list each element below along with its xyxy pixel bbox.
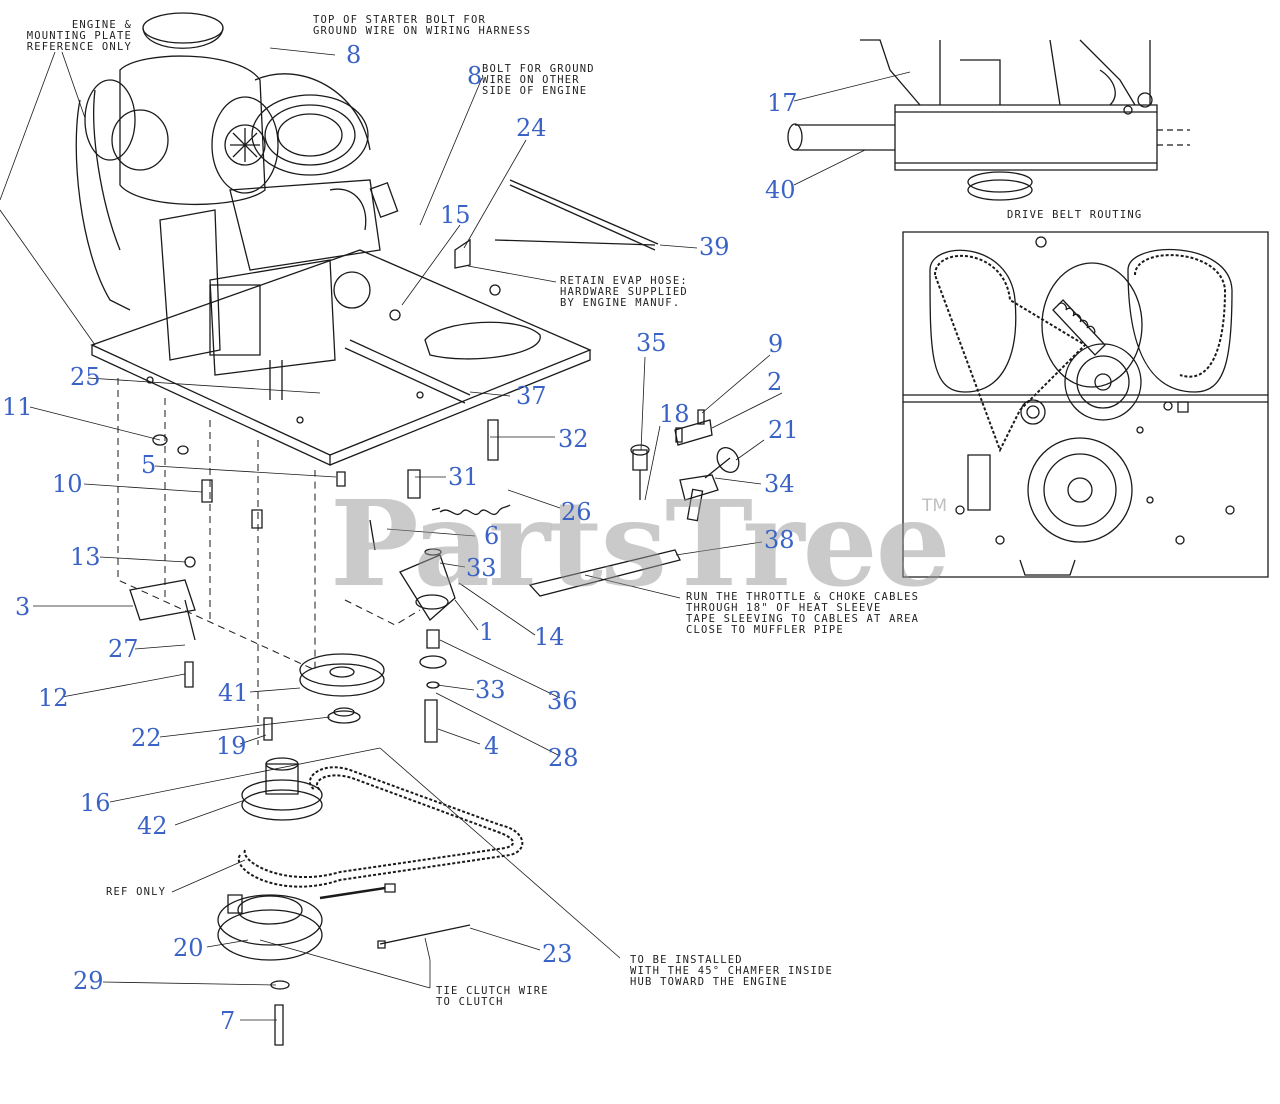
note-line: WITH THE 45° CHAMFER INSIDE [630, 965, 834, 977]
callout-15[interactable]: 15 [440, 201, 471, 229]
pulley-41 [300, 654, 384, 696]
clutch-20 [218, 884, 395, 960]
callout-29[interactable]: 29 [73, 967, 104, 995]
callout-18[interactable]: 18 [659, 400, 690, 428]
note-line: REFERENCE ONLY [26, 41, 132, 53]
callout-6[interactable]: 6 [484, 522, 500, 550]
callout-23[interactable]: 23 [542, 940, 573, 968]
callout-1[interactable]: 1 [479, 618, 495, 646]
ground-bolt-note: BOLT FOR GROUND WIRE ON OTHER SIDE OF EN… [482, 64, 595, 97]
callout-32[interactable]: 32 [558, 425, 589, 453]
callout-20[interactable]: 20 [173, 934, 204, 962]
callout-33-lower[interactable]: 33 [475, 676, 506, 704]
note-line: THROUGH 18" OF HEAT SLEEVE [686, 602, 882, 614]
evap-hose-note: RETAIN EVAP HOSE: HARDWARE SUPPLIED BY E… [560, 276, 688, 309]
pulley-42 [242, 758, 322, 820]
note-line: TO BE INSTALLED [630, 954, 743, 966]
note-line: BY ENGINE MANUF. [560, 297, 681, 309]
callout-35[interactable]: 35 [636, 329, 667, 357]
note-line: TAPE SLEEVING TO CABLES AT AREA [686, 613, 920, 625]
callout-8-top[interactable]: 8 [346, 41, 362, 69]
note-line: TIE CLUTCH WIRE [436, 985, 549, 997]
muffler-view [788, 40, 1190, 200]
callout-24[interactable]: 24 [516, 114, 547, 142]
callout-27[interactable]: 27 [108, 635, 139, 663]
drive-belt-routing-view [903, 232, 1268, 577]
callout-3[interactable]: 3 [15, 593, 31, 621]
callout-19[interactable]: 19 [216, 732, 247, 760]
callout-40[interactable]: 40 [765, 176, 796, 204]
starter-bolt-note: TOP OF STARTER BOLT FOR GROUND WIRE ON W… [313, 15, 531, 37]
note-line: TO CLUTCH [436, 996, 504, 1008]
note-line: RETAIN EVAP HOSE: [560, 275, 688, 287]
mounting-plate [92, 250, 590, 465]
callout-38[interactable]: 38 [764, 526, 795, 554]
throttle-cables-note: RUN THE THROTTLE & CHOKE CABLES THROUGH … [686, 592, 919, 636]
callout-36[interactable]: 36 [547, 687, 578, 715]
callout-5[interactable]: 5 [141, 451, 157, 479]
callout-14[interactable]: 14 [534, 623, 565, 651]
callout-41[interactable]: 41 [218, 679, 249, 707]
callout-16[interactable]: 16 [80, 789, 111, 817]
watermark-trademark: TM [922, 496, 948, 516]
engine-reference-note: ENGINE & MOUNTING PLATE REFERENCE ONLY [10, 20, 132, 53]
callout-28[interactable]: 28 [548, 744, 579, 772]
tie-clutch-note: TIE CLUTCH WIRE TO CLUTCH [436, 986, 549, 1008]
engine-assembly [76, 13, 397, 400]
note-line: ENGINE & [71, 19, 132, 31]
callout-21[interactable]: 21 [768, 416, 799, 444]
note-line: GROUND WIRE ON WIRING HARNESS [313, 25, 532, 37]
callout-34[interactable]: 34 [764, 470, 795, 498]
note-line: HUB TOWARD THE ENGINE [630, 976, 788, 988]
callout-11[interactable]: 11 [2, 393, 33, 421]
note-line: HARDWARE SUPPLIED [560, 286, 688, 298]
callout-10[interactable]: 10 [52, 470, 83, 498]
callout-4[interactable]: 4 [484, 732, 500, 760]
watermark-brand: PartsTree [330, 474, 951, 613]
ref-only-note: REF ONLY [106, 886, 167, 898]
note-line: CLOSE TO MUFFLER PIPE [686, 624, 844, 636]
note-line: SIDE OF ENGINE [482, 85, 588, 97]
callout-12[interactable]: 12 [38, 684, 69, 712]
drive-belt-routing-title: DRIVE BELT ROUTING [1007, 209, 1143, 221]
callout-8-ground[interactable]: 8 [467, 62, 483, 90]
note-line: RUN THE THROTTLE & CHOKE CABLES [686, 591, 920, 603]
note-line: MOUNTING PLATE [26, 30, 132, 42]
callout-7[interactable]: 7 [220, 1007, 236, 1035]
callout-37[interactable]: 37 [516, 382, 547, 410]
callout-33-upper[interactable]: 33 [466, 554, 497, 582]
callout-2[interactable]: 2 [767, 368, 783, 396]
callout-22[interactable]: 22 [131, 724, 162, 752]
note-line: WIRE ON OTHER [482, 74, 580, 86]
callout-25[interactable]: 25 [70, 363, 101, 391]
chamfer-note: TO BE INSTALLED WITH THE 45° CHAMFER INS… [630, 955, 833, 988]
callout-31[interactable]: 31 [448, 463, 479, 491]
note-line: TOP OF STARTER BOLT FOR [313, 14, 486, 26]
callout-17[interactable]: 17 [767, 89, 798, 117]
callout-42[interactable]: 42 [137, 812, 168, 840]
callout-39[interactable]: 39 [699, 233, 730, 261]
callout-26[interactable]: 26 [561, 498, 592, 526]
callout-9[interactable]: 9 [768, 330, 784, 358]
note-line: BOLT FOR GROUND [482, 63, 595, 75]
callout-13[interactable]: 13 [70, 543, 101, 571]
